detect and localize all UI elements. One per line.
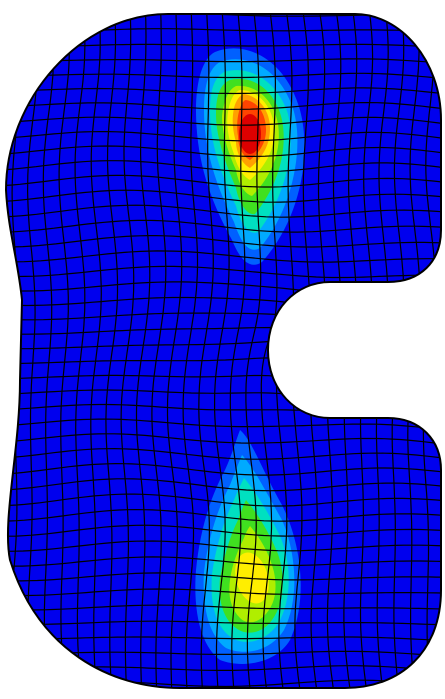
mesh-line-column: [58, 14, 70, 688]
mesh-line-column: [42, 14, 55, 688]
fe-body-outline: [4, 13, 442, 689]
mesh-line-column: [6, 14, 7, 688]
mesh-line-row: [1, 695, 445, 699]
mesh-line-column: [182, 14, 199, 688]
mesh-line-column: [26, 14, 39, 688]
mesh-line-column: [229, 14, 246, 688]
mesh-line-column: [135, 14, 151, 688]
mesh-line-column: [90, 14, 102, 688]
mesh-line-column: [151, 14, 167, 688]
mesh-line-column: [166, 14, 183, 688]
mesh-line-column: [105, 14, 119, 688]
upper-hotspot-peak: [239, 114, 261, 154]
mesh-line-column: [74, 14, 86, 688]
mesh-line-column: [245, 14, 262, 688]
mesh-line-column: [198, 14, 214, 688]
mesh-line-row: [0, 0, 445, 3]
mesh-line-column: [214, 14, 230, 688]
mesh-line-column: [120, 14, 135, 688]
